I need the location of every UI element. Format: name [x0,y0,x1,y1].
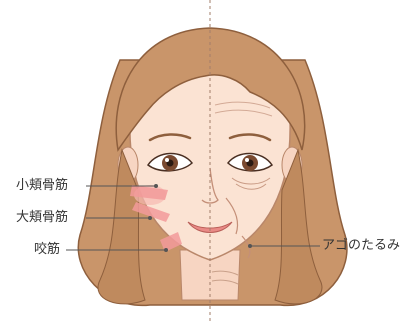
left-eye [146,152,194,172]
label-jowl-sagging: アゴのたるみ [322,238,401,253]
hair-side-right [274,148,323,305]
forehead-wrinkle [214,101,271,109]
forehead-wrinkle-2 [214,109,273,117]
label-zygomaticus-major: 大頬骨筋 [16,210,69,225]
eye-bag-wrinkle-2 [235,183,267,190]
masseter-mark [160,232,182,252]
zygomaticus-minor-mark [130,185,168,200]
neck-wrinkle [211,270,239,276]
label-zygomaticus-minor: 小頬骨筋 [16,178,69,193]
label-masseter: 咬筋 [34,242,61,257]
right-eye [226,152,274,172]
neck-wrinkle-2 [211,279,239,285]
hair-front [115,27,306,152]
zygomaticus-major-mark [132,202,170,222]
eye-bag-wrinkle [231,177,271,185]
mouth [187,221,233,233]
jowl-line [241,235,251,259]
nose [201,167,219,204]
nasolabial-fold [225,197,239,235]
left-brow [148,133,192,142]
right-brow [228,133,272,142]
